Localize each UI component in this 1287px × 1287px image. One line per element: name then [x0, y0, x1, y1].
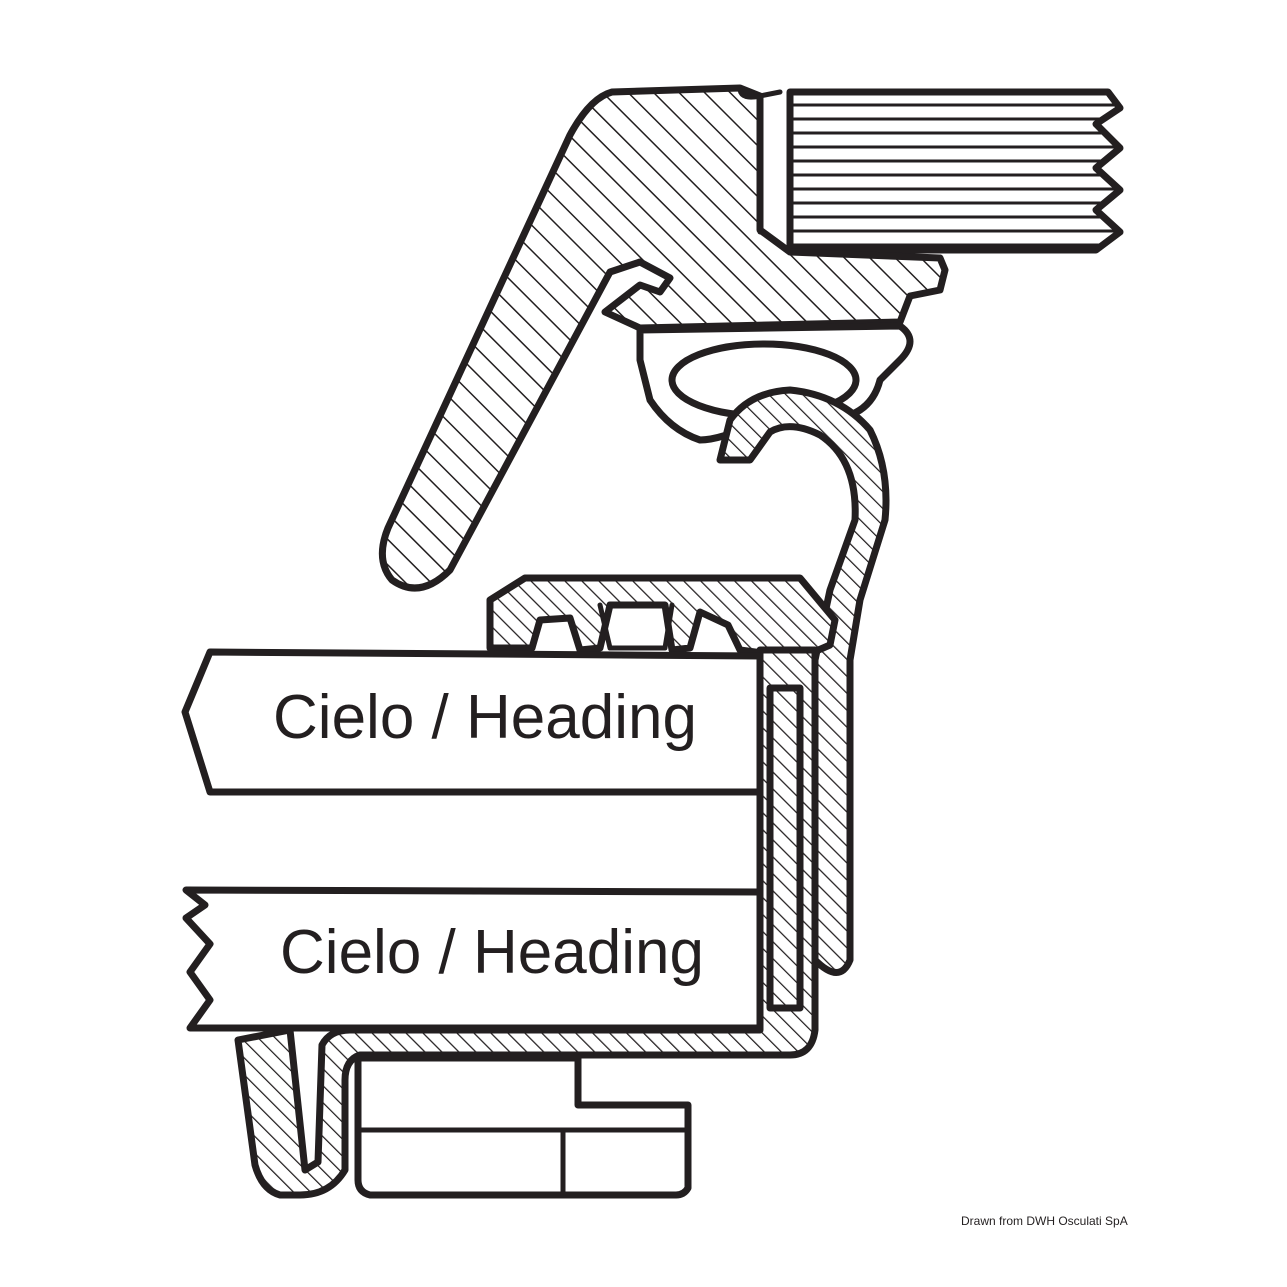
- u-channel-profile: [234, 646, 819, 1199]
- deck-laminate: [786, 88, 1124, 254]
- hook-clip: [716, 386, 890, 976]
- drawing-credit: Drawn from DWH Osculati SpA: [961, 1214, 1128, 1228]
- central-fitting: [486, 574, 839, 662]
- mounting-block: [354, 1054, 692, 1199]
- upper-headlining-panel: Cielo / Heading: [181, 648, 764, 796]
- lower-headlining-panel: Cielo / Heading: [182, 886, 764, 1032]
- upper-panel-label: Cielo / Heading: [273, 683, 697, 752]
- lower-panel-label: Cielo / Heading: [280, 918, 704, 987]
- trim-frame-arm: [378, 84, 949, 592]
